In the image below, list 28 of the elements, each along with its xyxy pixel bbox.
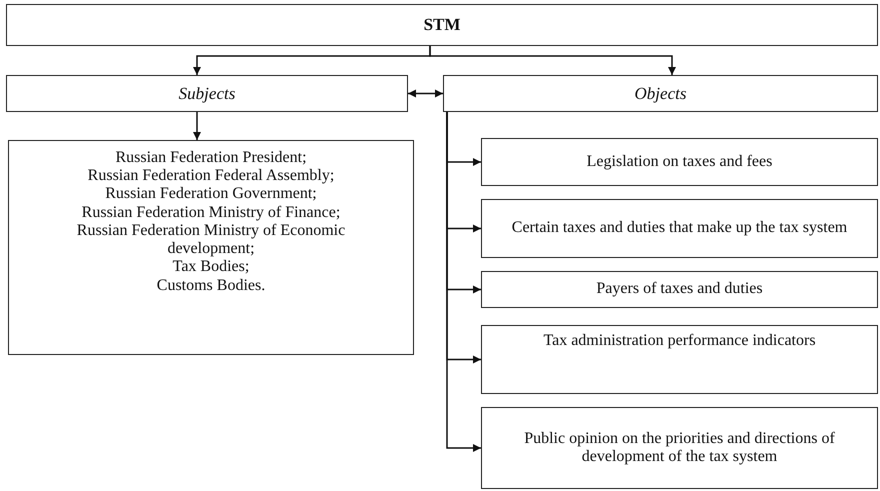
list-box (8, 140, 414, 355)
category-box (443, 75, 878, 112)
object-box (481, 199, 878, 258)
arrow (446, 112, 481, 452)
object-box (481, 271, 878, 308)
list-item: Russian Federation Federal Assembly; (88, 167, 334, 186)
box-label: Legislation on taxes and fees (586, 152, 772, 172)
box-label: Payers of taxes and duties (596, 280, 763, 299)
box-label: Subjects (178, 84, 236, 104)
object-box (481, 325, 878, 394)
box-label: STM (424, 15, 460, 35)
box-label: Public opinion on the priorities and directions of development of the tax system (523, 430, 836, 466)
object-box (481, 407, 878, 489)
list-item: Russian Federation President; (115, 149, 307, 168)
box-label: Certain taxes and duties that make up the tax system (512, 219, 848, 238)
list-item: Russian Federation Ministry of Finance; (82, 204, 340, 222)
list-item: Customs Bodies. (156, 276, 266, 295)
object-box (481, 138, 878, 186)
title-box (6, 4, 878, 46)
category-box (6, 75, 408, 112)
arrow (429, 46, 676, 75)
arrow (193, 112, 201, 140)
list-item: Russian Federation Ministry of Economic development; (76, 222, 346, 258)
box-label: Objects (634, 84, 686, 104)
box-label: Tax administration performance indicators (543, 332, 816, 350)
arrow (408, 90, 443, 98)
list-item: Russian Federation Government; (105, 185, 317, 204)
list-item: Tax Bodies; (172, 258, 250, 277)
